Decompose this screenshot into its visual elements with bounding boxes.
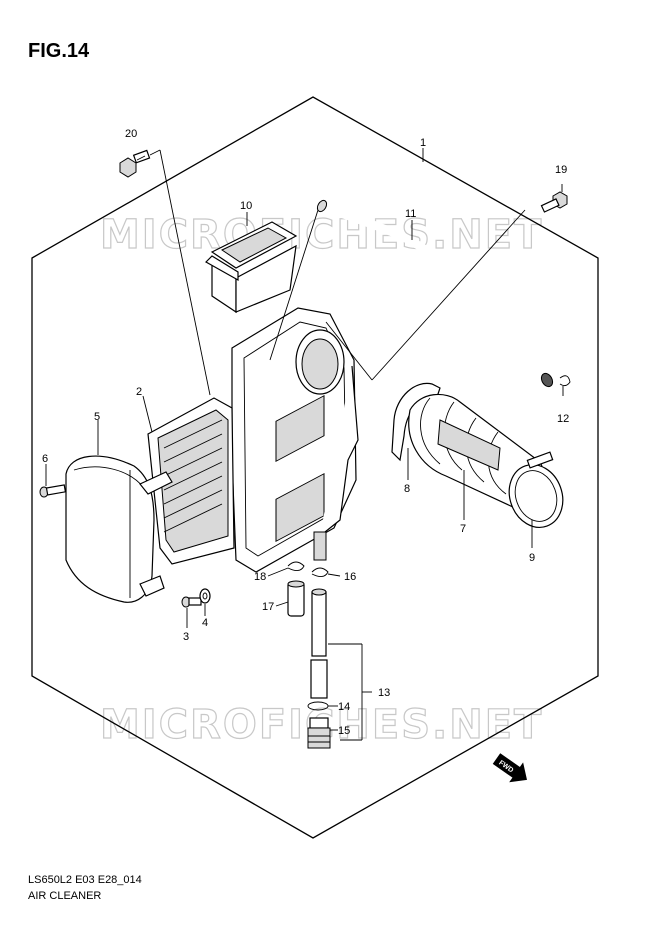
callout-1: 1 [420,137,426,149]
figure-name: AIR CLEANER [28,890,102,902]
callout-10: 10 [240,200,252,212]
callout-13: 13 [378,687,390,699]
callout-11: 11 [405,208,416,220]
callout-18: 18 [254,571,266,583]
part-15-plug [307,717,331,749]
part-9-clamp-ring [508,451,564,528]
part-5-cover [65,455,173,603]
assembly-boundary [31,96,599,839]
callout-20: 20 [125,128,137,140]
callout-19: 19 [555,164,567,176]
part-1-air-cleaner-case [231,307,359,573]
callout-15: 15 [338,725,350,737]
part-19-bolt [540,191,568,213]
callout-12: 12 [557,413,569,425]
part-10-intake-funnel [205,221,298,314]
part-16-clip [311,567,329,577]
part-4-washer [199,588,211,604]
callout-8: 8 [404,483,410,495]
part-18-clip [287,561,305,571]
callout-4: 4 [202,617,208,629]
part-3-bolt [181,596,202,608]
callout-7: 7 [460,523,466,535]
callout-6: 6 [42,453,48,465]
part-6-screw [39,484,67,498]
figure-title: FIG.14 [28,40,90,62]
figure-code: LS650L2 E03 E28_014 [28,874,142,886]
callout-16: 16 [344,571,356,583]
callout-9: 9 [529,552,535,564]
part-17-plug [287,580,305,617]
callout-3: 3 [183,631,189,643]
part-20-bolt [119,149,151,178]
fwd-arrow-icon: FWD [492,753,527,783]
watermark-top: MICROFICHES.NET [100,212,543,258]
callout-5: 5 [94,411,100,423]
callout-14: 14 [338,701,350,713]
part-11-breather-hose [316,199,554,388]
callout-17: 17 [262,601,274,613]
part-2-element-holder [147,397,235,565]
part-12-clamp [559,375,571,387]
part-13-drain-tube [310,588,328,699]
callout-2: 2 [136,386,142,398]
